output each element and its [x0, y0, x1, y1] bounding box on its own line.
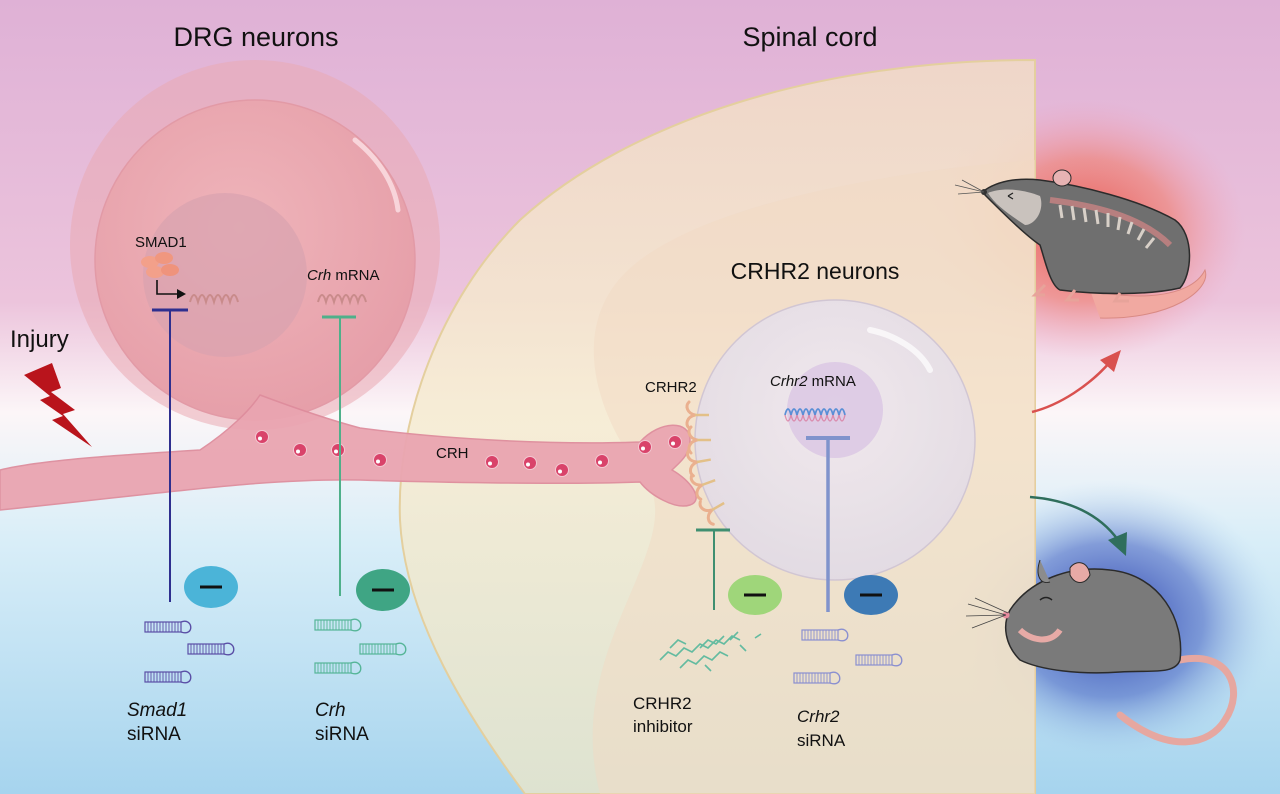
crhr2-mrna-label: Crhr2 mRNA: [770, 373, 856, 390]
crh-label: CRH: [436, 445, 469, 462]
crhr2-receptor-label: CRHR2: [645, 379, 697, 396]
smad1-protein-icon: [141, 252, 179, 278]
vesicle: [555, 463, 569, 477]
relief-arrow: [1029, 495, 1120, 541]
vesicle: [255, 430, 269, 444]
mrna-suffix: mRNA: [331, 267, 379, 284]
crhr2-sirna-line: [806, 436, 850, 612]
vesicle: [638, 440, 652, 454]
drg-neurons-title: DRG neurons: [173, 22, 338, 52]
cell-highlight: [867, 327, 933, 373]
vesicle: [595, 454, 609, 468]
vesicle: [523, 456, 537, 470]
vesicle: [373, 453, 387, 467]
smad1-target-mrna: [189, 294, 239, 306]
soma-highlight: [352, 137, 401, 213]
drg-nucleus: [143, 193, 307, 357]
crhr2-mrna-strand: [784, 414, 846, 422]
crhr2-inhibitor-line: [696, 528, 730, 610]
crh-gene: Crh: [307, 267, 331, 284]
crhr2-gene: Crhr2: [770, 373, 808, 390]
crhr2-sirna-label-line1: Crhr2: [797, 707, 840, 726]
smad1-sirna-inhibit-badge: [184, 566, 238, 608]
arrowhead: [177, 289, 186, 299]
smad1-label: SMAD1: [135, 234, 187, 251]
pain-arrow: [1031, 361, 1111, 414]
crhr2-sirna-inhibit-badge: [844, 575, 898, 615]
smad1-sirna-label-line1: Smad1: [127, 700, 187, 721]
injury-label: Injury: [10, 326, 69, 353]
crh-mrna: [317, 294, 367, 306]
vesicle: [485, 455, 499, 469]
crh-sirna-label-line2: siRNA: [315, 724, 369, 745]
spinal-cord-title: Spinal cord: [742, 22, 877, 52]
transcription-arrow-icon: [156, 280, 180, 295]
crhr2-inhibitor-label-line1: CRHR2: [633, 694, 692, 713]
relief-arrowhead: [1108, 532, 1127, 556]
crh-sirna-label-line1: Crh: [315, 700, 346, 721]
crhr2-inhibitor-badge: [728, 575, 782, 615]
smad1-sirna-label-line2: siRNA: [127, 724, 181, 745]
smad1-inhibition-line: [152, 308, 188, 602]
mouse-relieved-icon: [965, 559, 1237, 746]
crh-mrna-label: Crh mRNA: [307, 267, 380, 284]
pain-arrowhead: [1100, 350, 1121, 372]
crhr2-inhibitor-label-line2: inhibitor: [633, 717, 693, 736]
mrna-suffix: mRNA: [808, 373, 856, 390]
crhr2-inhibitor-molecule-icon: [659, 631, 762, 672]
vesicle: [331, 443, 345, 457]
injury-lightning-icon: [24, 363, 92, 447]
vesicle: [293, 443, 307, 457]
crhr2-sirna-label-line2: siRNA: [797, 731, 846, 750]
crhr2-neurons-title: CRHR2 neurons: [731, 258, 900, 284]
mouse-in-pain-icon: [954, 169, 1207, 319]
drg-axon: [0, 394, 697, 511]
crh-inhibition-line: [322, 315, 356, 596]
vesicle: [668, 435, 682, 449]
crh-sirna-inhibit-badge: [356, 569, 410, 611]
